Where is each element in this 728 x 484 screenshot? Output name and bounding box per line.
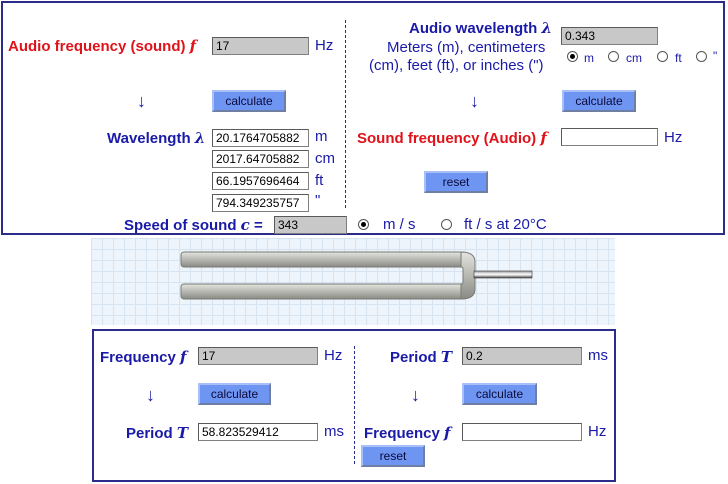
wavelength-in-output[interactable] bbox=[212, 194, 309, 212]
tuning-fork-image bbox=[91, 238, 615, 325]
calculate-frequency-button[interactable]: calculate bbox=[562, 90, 636, 112]
down-arrow-icon: ↓ bbox=[470, 91, 479, 111]
audio-frequency-input[interactable] bbox=[212, 37, 309, 55]
frequency-input[interactable] bbox=[198, 347, 318, 365]
down-arrow-icon: ↓ bbox=[411, 385, 420, 405]
sound-frequency-label: Sound frequency (Audio) f bbox=[357, 129, 547, 147]
frequency-result-label: Frequency f bbox=[364, 424, 451, 442]
audio-wavelength-input[interactable] bbox=[561, 27, 658, 45]
reset-period-button[interactable]: reset bbox=[361, 445, 425, 467]
audio-frequency-label: Audio frequency (sound) f bbox=[8, 37, 197, 55]
sound-frequency-unit: Hz bbox=[664, 129, 683, 146]
period-input-unit: ms bbox=[588, 347, 608, 364]
wavelength-cm-output[interactable] bbox=[212, 150, 309, 168]
period-input-label: Period T bbox=[390, 348, 453, 366]
speed-unit-ms-radio[interactable] bbox=[358, 219, 369, 230]
frequency-unit: Hz bbox=[324, 347, 343, 364]
reset-button[interactable]: reset bbox=[424, 171, 488, 193]
audio-wavelength-desc-line2: (cm), feet (ft), or inches (") bbox=[369, 57, 544, 74]
sound-frequency-output[interactable] bbox=[561, 128, 658, 146]
audio-wavelength-label: Audio wavelength λ bbox=[409, 19, 553, 37]
down-arrow-icon: ↓ bbox=[137, 91, 146, 111]
tuning-fork-icon bbox=[180, 251, 533, 300]
wavelength-unit-cm-label: cm bbox=[626, 51, 642, 65]
wavelength-m-unit: m bbox=[315, 128, 328, 145]
speed-of-sound-input[interactable] bbox=[274, 216, 347, 234]
speed-unit-fts-label: ft / s at 20°C bbox=[464, 216, 547, 233]
column-separator bbox=[345, 20, 347, 208]
period-output[interactable] bbox=[198, 423, 318, 441]
period-input[interactable] bbox=[462, 347, 582, 365]
wavelength-m-output[interactable] bbox=[212, 129, 309, 147]
speed-unit-fts-radio[interactable] bbox=[441, 219, 452, 230]
wavelength-label: Wavelength λ bbox=[107, 129, 206, 147]
period-output-unit: ms bbox=[324, 423, 344, 440]
column-separator bbox=[354, 346, 356, 464]
speed-unit-ms-label: m / s bbox=[383, 216, 416, 233]
wavelength-unit-in-radio[interactable] bbox=[696, 51, 707, 62]
wavelength-unit-m-radio[interactable] bbox=[567, 51, 578, 62]
wavelength-ft-output[interactable] bbox=[212, 172, 309, 190]
calculate-wavelength-button[interactable]: calculate bbox=[212, 90, 286, 112]
wavelength-unit-cm-radio[interactable] bbox=[608, 51, 619, 62]
frequency-output-unit: Hz bbox=[588, 423, 607, 440]
down-arrow-icon: ↓ bbox=[146, 385, 155, 405]
audio-frequency-unit: Hz bbox=[315, 37, 334, 54]
speed-of-sound-label: Speed of sound c = bbox=[124, 216, 263, 234]
calculate-period-button[interactable]: calculate bbox=[198, 383, 271, 405]
period-result-label: Period T bbox=[126, 424, 189, 442]
wavelength-unit-ft-radio[interactable] bbox=[657, 51, 668, 62]
audio-wavelength-desc-line1: Meters (m), centimeters bbox=[387, 39, 546, 56]
wavelength-unit-ft-label: ft bbox=[675, 51, 682, 65]
wavelength-in-unit: " bbox=[315, 192, 321, 209]
calculate-frequency-from-period-button[interactable]: calculate bbox=[462, 383, 537, 405]
wavelength-cm-unit: cm bbox=[315, 150, 335, 167]
wavelength-unit-m-label: m bbox=[584, 51, 594, 65]
wavelength-ft-unit: ft bbox=[315, 172, 324, 189]
wavelength-unit-in-label: " bbox=[713, 49, 718, 63]
frequency-label: Frequency f bbox=[100, 348, 187, 366]
frequency-output[interactable] bbox=[462, 423, 582, 441]
